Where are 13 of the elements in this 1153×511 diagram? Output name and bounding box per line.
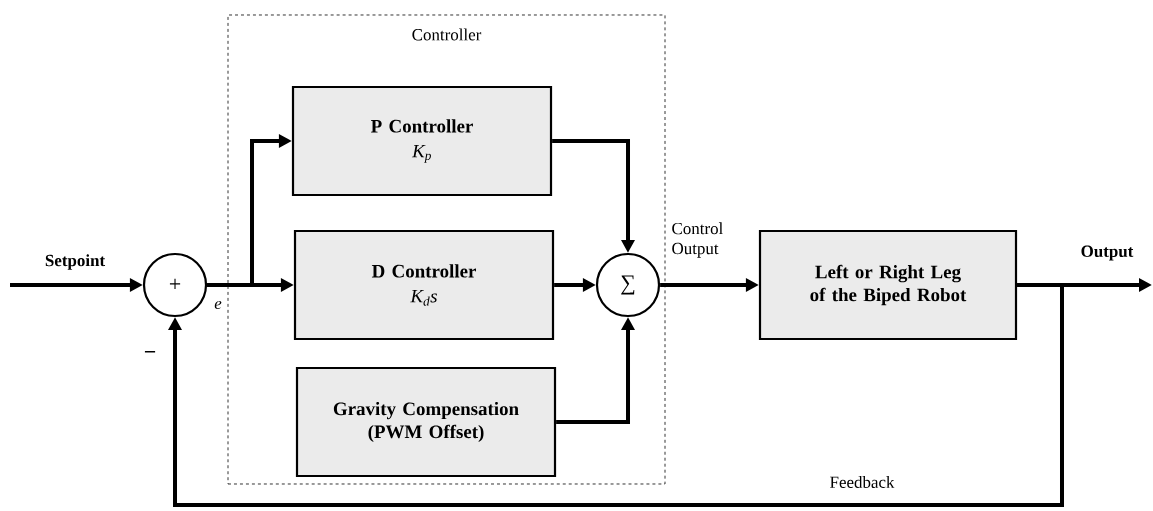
process-box: D Controller K$_{d}$s	[293, 229, 555, 341]
arrow	[168, 283, 1064, 507]
minus-sign: −	[144, 351, 156, 353]
summing-junction: +	[142, 252, 208, 318]
edge-label: Control Output	[672, 222, 723, 258]
summing-junction: ∑	[595, 252, 661, 318]
edge-label: Output	[1081, 245, 1134, 261]
process-box: P Controller K$_{p}$	[291, 85, 553, 197]
process-box: Gravity Compensation (PWM Offset)	[295, 366, 557, 478]
process-box: Left or Right Leg of the Biped Robot	[758, 229, 1018, 341]
edge-label: e	[214, 300, 222, 310]
edge-label: Setpoint	[45, 254, 106, 270]
edge-label: Feedback	[830, 476, 895, 488]
